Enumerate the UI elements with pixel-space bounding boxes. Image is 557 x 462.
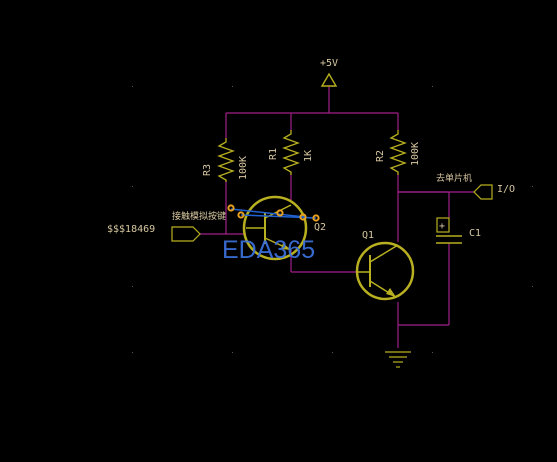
wires <box>200 86 474 348</box>
c1-ref: C1 <box>469 228 481 239</box>
q2-ref: Q2 <box>314 222 326 233</box>
input-port-label: $$$18469 <box>107 224 155 235</box>
output-port-flag-icon[interactable] <box>473 184 493 200</box>
r2-value: 100K <box>410 142 421 166</box>
ground-icon[interactable] <box>385 351 411 368</box>
q2-selection-handles <box>230 208 317 219</box>
output-net-label: 去单片机 <box>436 172 472 184</box>
resistor-r2[interactable] <box>389 130 407 175</box>
r1-value: 1K <box>303 150 314 162</box>
transistor-q2[interactable] <box>227 195 320 261</box>
capacitor-c1[interactable] <box>436 217 462 244</box>
r2-ref: R2 <box>375 150 386 162</box>
c1-polarity: + <box>439 221 445 232</box>
resistor-r1[interactable] <box>282 130 300 175</box>
output-port-label: I/O <box>497 184 515 195</box>
power-arrow-icon[interactable] <box>320 72 338 87</box>
q2-pin-dots <box>227 204 320 222</box>
r1-ref: R1 <box>268 148 279 160</box>
resistor-r3[interactable] <box>217 138 235 182</box>
transistor-q1[interactable] <box>355 241 415 301</box>
input-net-label: 接触模拟按键 <box>172 210 226 222</box>
r3-ref: R3 <box>202 164 213 176</box>
input-port-flag-icon[interactable] <box>171 226 201 242</box>
power-label: +5V <box>320 58 338 69</box>
watermark-logo: EDA365 <box>222 236 315 264</box>
q1-ref: Q1 <box>362 230 374 241</box>
r3-value: 100K <box>238 156 249 180</box>
